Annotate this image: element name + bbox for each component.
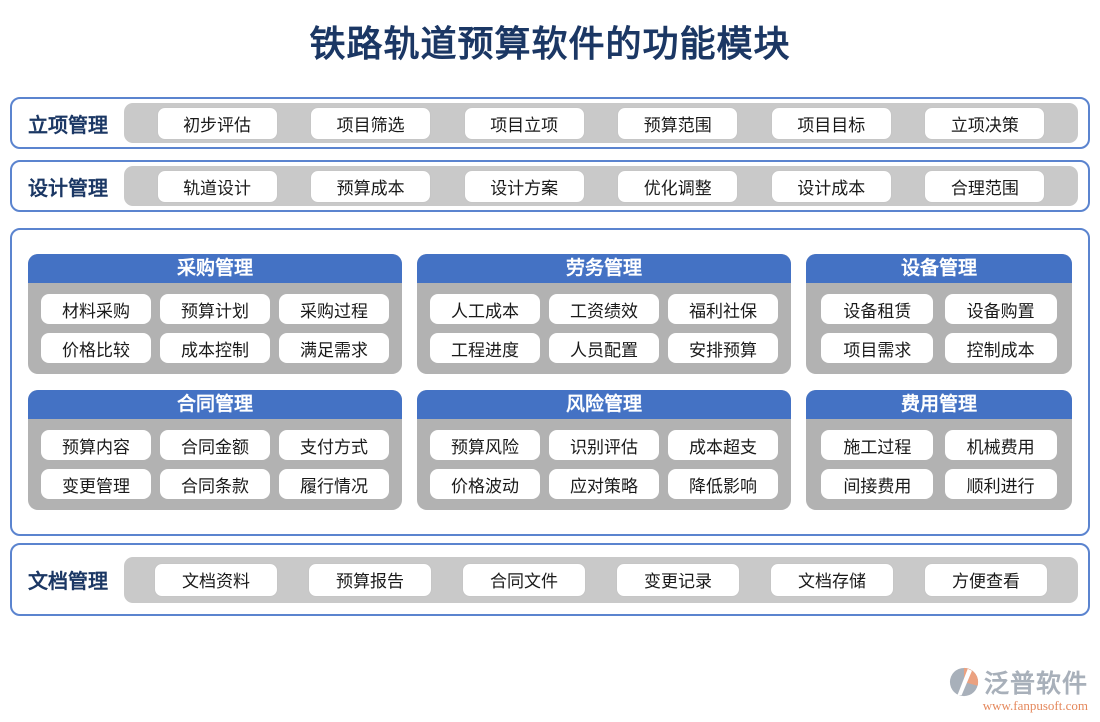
card-procurement: 采购管理 材料采购 预算计划 采购过程 价格比较 成本控制 满足需求 bbox=[28, 254, 402, 374]
brand-name: 泛普软件 bbox=[983, 670, 1088, 698]
card-equipment: 设备管理 设备租赁 设备购置 项目需求 控制成本 bbox=[806, 254, 1072, 374]
module-chip[interactable]: 设计方案 bbox=[463, 169, 585, 203]
module-chip[interactable]: 工程进度 bbox=[430, 333, 540, 363]
module-chip[interactable]: 轨道设计 bbox=[156, 169, 278, 203]
module-chip[interactable]: 预算范围 bbox=[617, 106, 739, 140]
card-contract: 合同管理 预算内容 合同金额 支付方式 变更管理 合同条款 履行情况 bbox=[28, 390, 402, 510]
card-expense: 费用管理 施工过程 机械费用 间接费用 顺利进行 bbox=[806, 390, 1072, 510]
section-design: 设计管理 轨道设计 预算成本 设计方案 优化调整 设计成本 合理范围 bbox=[10, 160, 1090, 212]
module-chip[interactable]: 顺利进行 bbox=[944, 469, 1057, 499]
module-chip[interactable]: 机械费用 bbox=[944, 430, 1057, 460]
section-label: 设计管理 bbox=[28, 177, 108, 200]
card-title: 设备管理 bbox=[806, 254, 1072, 283]
card-body: 设备租赁 设备购置 项目需求 控制成本 bbox=[806, 283, 1072, 374]
card-body: 人工成本 工资绩效 福利社保 工程进度 人员配置 安排预算 bbox=[417, 283, 791, 374]
module-chip[interactable]: 文档存储 bbox=[770, 562, 894, 597]
module-chip[interactable]: 价格比较 bbox=[41, 333, 151, 363]
module-chip[interactable]: 预算成本 bbox=[310, 169, 432, 203]
section-strip: 轨道设计 预算成本 设计方案 优化调整 设计成本 合理范围 bbox=[124, 166, 1078, 206]
module-chip[interactable]: 施工过程 bbox=[821, 430, 934, 460]
module-chip[interactable]: 控制成本 bbox=[944, 333, 1057, 363]
module-chip[interactable]: 方便查看 bbox=[924, 562, 1048, 597]
module-chip[interactable]: 设计成本 bbox=[770, 169, 892, 203]
brand-logo[interactable]: 泛普软件 www.fanpusoft.com bbox=[949, 664, 1088, 714]
section-label: 文档管理 bbox=[28, 571, 108, 593]
card-title: 合同管理 bbox=[28, 390, 402, 419]
module-chip[interactable]: 工资绩效 bbox=[549, 294, 659, 324]
module-chip[interactable]: 支付方式 bbox=[279, 430, 389, 460]
module-chip[interactable]: 福利社保 bbox=[668, 294, 778, 324]
card-body: 预算风险 识别评估 成本超支 价格波动 应对策略 降低影响 bbox=[417, 419, 791, 510]
card-title: 风险管理 bbox=[417, 390, 791, 419]
module-chip[interactable]: 文档资料 bbox=[154, 562, 278, 597]
section-label: 立项管理 bbox=[28, 114, 108, 137]
module-chip[interactable]: 预算内容 bbox=[41, 430, 151, 460]
card-title: 采购管理 bbox=[28, 254, 402, 283]
module-chip[interactable]: 优化调整 bbox=[617, 169, 739, 203]
module-chip[interactable]: 合理范围 bbox=[924, 169, 1046, 203]
module-chip[interactable]: 采购过程 bbox=[279, 294, 389, 324]
module-chip[interactable]: 变更管理 bbox=[41, 469, 151, 499]
brand-logo-top: 泛普软件 bbox=[949, 664, 1088, 700]
module-chip[interactable]: 预算报告 bbox=[308, 562, 432, 597]
section-strip: 文档资料 预算报告 合同文件 变更记录 文档存储 方便查看 bbox=[124, 556, 1078, 603]
module-chip[interactable]: 预算计划 bbox=[160, 294, 270, 324]
module-chip[interactable]: 材料采购 bbox=[41, 294, 151, 324]
module-chip[interactable]: 安排预算 bbox=[668, 333, 778, 363]
brand-url[interactable]: www.fanpusoft.com bbox=[982, 698, 1088, 713]
module-chip[interactable]: 项目目标 bbox=[770, 106, 892, 140]
module-chip[interactable]: 项目筛选 bbox=[310, 106, 432, 140]
module-chip[interactable]: 降低影响 bbox=[668, 469, 778, 499]
section-project-initiation: 立项管理 初步评估 项目筛选 项目立项 预算范围 项目目标 立项决策 bbox=[10, 97, 1090, 149]
module-chip[interactable]: 设备购置 bbox=[944, 294, 1057, 324]
module-chip[interactable]: 预算风险 bbox=[430, 430, 540, 460]
card-title: 劳务管理 bbox=[417, 254, 791, 283]
module-chip[interactable]: 项目立项 bbox=[463, 106, 585, 140]
module-chip[interactable]: 人工成本 bbox=[430, 294, 540, 324]
card-body: 预算内容 合同金额 支付方式 变更管理 合同条款 履行情况 bbox=[28, 419, 402, 510]
module-grid-panel: 采购管理 材料采购 预算计划 采购过程 价格比较 成本控制 满足需求 劳务管理 … bbox=[10, 228, 1090, 536]
card-title: 费用管理 bbox=[806, 390, 1072, 419]
module-chip[interactable]: 满足需求 bbox=[279, 333, 389, 363]
module-chip[interactable]: 项目需求 bbox=[821, 333, 934, 363]
module-chip[interactable]: 合同文件 bbox=[462, 562, 586, 597]
module-chip[interactable]: 初步评估 bbox=[156, 106, 278, 140]
module-chip[interactable]: 成本控制 bbox=[160, 333, 270, 363]
module-chip[interactable]: 设备租赁 bbox=[821, 294, 934, 324]
module-chip[interactable]: 价格波动 bbox=[430, 469, 540, 499]
card-body: 材料采购 预算计划 采购过程 价格比较 成本控制 满足需求 bbox=[28, 283, 402, 374]
section-document: 文档管理 文档资料 预算报告 合同文件 变更记录 文档存储 方便查看 bbox=[10, 543, 1090, 616]
module-chip[interactable]: 人员配置 bbox=[549, 333, 659, 363]
module-chip[interactable]: 成本超支 bbox=[668, 430, 778, 460]
module-chip[interactable]: 间接费用 bbox=[821, 469, 934, 499]
module-chip[interactable]: 变更记录 bbox=[616, 562, 740, 597]
module-chip[interactable]: 识别评估 bbox=[549, 430, 659, 460]
module-chip[interactable]: 应对策略 bbox=[549, 469, 659, 499]
card-labor: 劳务管理 人工成本 工资绩效 福利社保 工程进度 人员配置 安排预算 bbox=[417, 254, 791, 374]
section-strip: 初步评估 项目筛选 项目立项 预算范围 项目目标 立项决策 bbox=[124, 103, 1078, 143]
module-chip[interactable]: 履行情况 bbox=[279, 469, 389, 499]
module-chip[interactable]: 立项决策 bbox=[924, 106, 1046, 140]
module-chip[interactable]: 合同金额 bbox=[160, 430, 270, 460]
card-body: 施工过程 机械费用 间接费用 顺利进行 bbox=[806, 419, 1072, 510]
fanpu-logo-icon bbox=[949, 667, 979, 697]
card-risk: 风险管理 预算风险 识别评估 成本超支 价格波动 应对策略 降低影响 bbox=[417, 390, 791, 510]
module-chip[interactable]: 合同条款 bbox=[160, 469, 270, 499]
page-title: 铁路轨道预算软件的功能模块 bbox=[309, 23, 791, 64]
